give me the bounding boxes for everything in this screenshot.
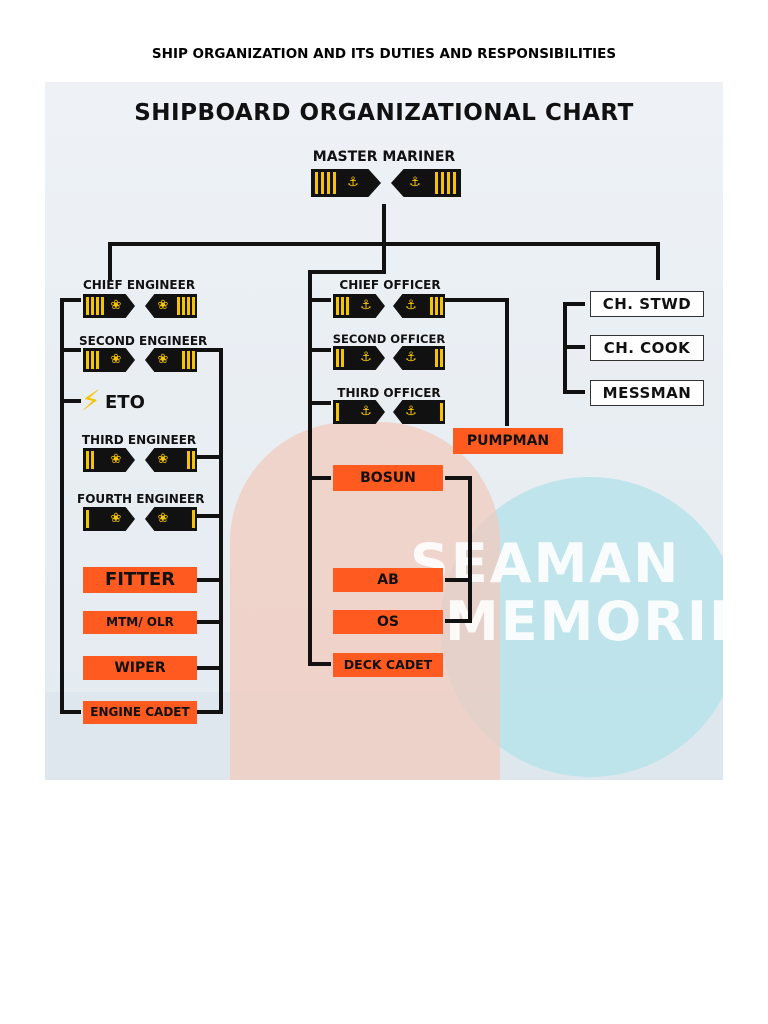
epaulette-right: ⚓ xyxy=(391,169,461,197)
role-third-officer: THIRD OFFICER xyxy=(337,386,441,400)
lightning-bolt-icon: ⚡ xyxy=(81,384,101,417)
epaulettes-chief-officer: ⚓ ⚓ xyxy=(333,294,445,318)
document-title: SHIP ORGANIZATION AND ITS DUTIES AND RES… xyxy=(151,46,617,62)
watermark-line1: SEAMAN xyxy=(410,532,681,595)
propeller-icon: ❀ xyxy=(157,511,169,526)
watermark-line2: MEMORIE xyxy=(445,590,723,653)
crossed-anchors-icon: ⚓ xyxy=(360,350,372,365)
crossed-anchors-icon: ⚓ xyxy=(360,298,372,313)
role-ch-cook: CH. COOK xyxy=(590,335,704,361)
propeller-icon: ❀ xyxy=(157,452,169,467)
crossed-anchors-icon: ⚓ xyxy=(360,404,372,419)
role-eto: ETO xyxy=(105,392,145,413)
epaulettes-second-officer: ⚓ ⚓ xyxy=(333,346,445,370)
propeller-icon: ❀ xyxy=(110,511,122,526)
role-ab: AB xyxy=(333,568,443,592)
role-fitter: FITTER xyxy=(83,567,197,593)
propeller-icon: ❀ xyxy=(110,452,122,467)
crossed-anchors-icon: ⚓ xyxy=(405,350,417,365)
epaulettes-master: ⚓ ⚓ xyxy=(311,169,461,197)
propeller-icon: ❀ xyxy=(157,352,169,367)
role-deck-cadet: DECK CADET xyxy=(333,653,443,677)
crossed-anchors-icon: ⚓ xyxy=(409,175,421,190)
role-mtm-olr: MTM/ OLR xyxy=(83,611,197,634)
crossed-anchors-icon: ⚓ xyxy=(405,404,417,419)
role-second-engineer: SECOND ENGINEER xyxy=(79,334,208,348)
epaulettes-chief-engineer: ❀ ❀ xyxy=(83,294,197,318)
propeller-icon: ❀ xyxy=(110,298,122,313)
role-engine-cadet: ENGINE CADET xyxy=(83,701,197,724)
role-ch-stwd: CH. STWD xyxy=(590,291,704,317)
role-third-engineer: THIRD ENGINEER xyxy=(81,433,197,447)
epaulettes-third-officer: ⚓ ⚓ xyxy=(333,400,445,424)
role-second-officer: SECOND OFFICER xyxy=(332,332,446,346)
crossed-anchors-icon: ⚓ xyxy=(405,298,417,313)
role-wiper: WIPER xyxy=(83,656,197,680)
role-fourth-engineer: FOURTH ENGINEER xyxy=(77,492,205,506)
epaulettes-second-engineer: ❀ ❀ xyxy=(83,348,197,372)
role-master-mariner: MASTER MARINER xyxy=(312,149,456,165)
role-pumpman: PUMPMAN xyxy=(453,428,563,454)
crossed-anchors-icon: ⚓ xyxy=(347,175,359,190)
org-chart: SEAMAN MEMORIE SHIPBOARD ORGANIZATIONAL … xyxy=(45,82,723,780)
epaulettes-fourth-engineer: ❀ ❀ xyxy=(83,507,197,531)
role-bosun: BOSUN xyxy=(333,465,443,491)
epaulette-left: ⚓ xyxy=(311,169,381,197)
role-messman: MESSMAN xyxy=(590,380,704,406)
epaulettes-third-engineer: ❀ ❀ xyxy=(83,448,197,472)
propeller-icon: ❀ xyxy=(110,352,122,367)
role-chief-engineer: CHIEF ENGINEER xyxy=(82,278,196,292)
connector-lines xyxy=(60,204,660,714)
chart-title: SHIPBOARD ORGANIZATIONAL CHART xyxy=(134,100,634,126)
role-chief-officer: CHIEF OFFICER xyxy=(339,278,441,292)
role-os: OS xyxy=(333,610,443,634)
propeller-icon: ❀ xyxy=(157,298,169,313)
